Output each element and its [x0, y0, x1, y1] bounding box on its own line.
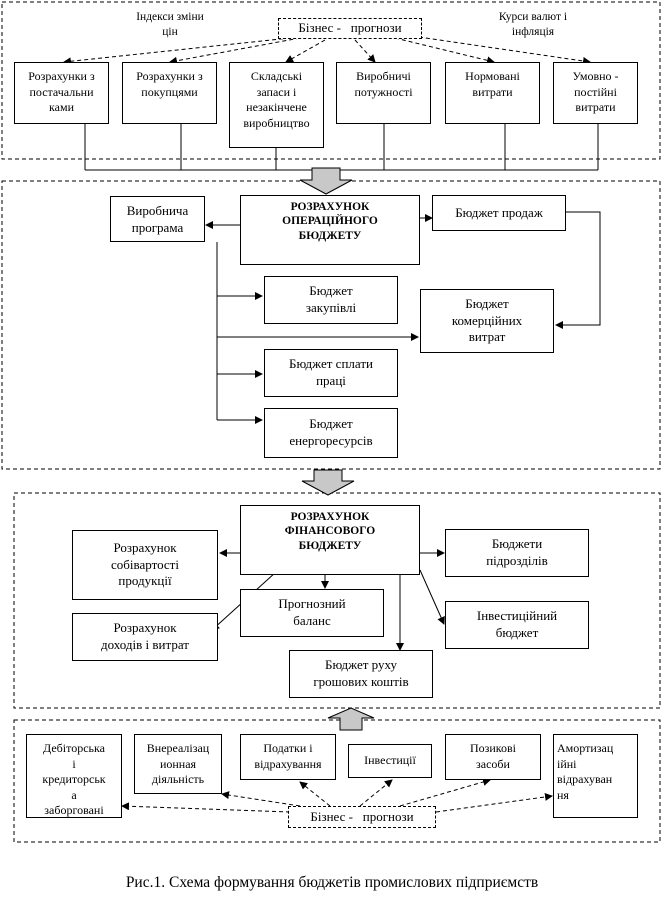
inventory-wip-box: Складські запаси і незакінчене виробницт… [229, 62, 324, 148]
labor-budget-box: Бюджет сплати праці [264, 349, 398, 397]
division-budgets-box: Бюджети підрозділів [445, 529, 589, 577]
commercial-costs-budget-box: Бюджет комерційних витрат [420, 289, 554, 353]
depreciation-box: Амортизац ійні відрахуван ня [553, 734, 638, 818]
forecast-arrows-bottom [121, 778, 553, 813]
investment-budget-box: Інвестиційний бюджет [445, 601, 589, 649]
non-operating-box: Внереалізац ионная діяльність [134, 734, 222, 794]
receivables-payables-box: Дебіторська і кредиторськ а заборговані [26, 734, 122, 818]
currency-label: Курси валют і інфляція [498, 11, 568, 38]
normed-costs-box: Нормовані витрати [445, 62, 540, 124]
purchase-budget-box: Бюджет закупівлі [264, 276, 398, 324]
section2-lines [205, 211, 601, 424]
financial-budget-box: РОЗРАХУНОК ФІНАНСОВОГО БЮДЖЕТУ [240, 505, 420, 575]
price-index-label: Індекси зміни цін [136, 11, 204, 38]
investments-box: Інвестиції [348, 744, 432, 778]
income-expense-box: Розрахунок доходів і витрат [72, 613, 218, 661]
forecast-balance-box: Прогнозний баланс [240, 589, 384, 637]
forecast-box-top: Бізнес - прогнози [278, 18, 422, 39]
block-arrow-2 [301, 469, 355, 496]
section-frame-3 [13, 492, 661, 709]
section-frame-1 [1, 1, 661, 160]
settlements-suppliers-box: Розрахунки з постачальни ками [14, 62, 109, 124]
production-capacity-box: Виробничі потужності [336, 62, 431, 124]
block-arrow-3 [327, 707, 375, 731]
cash-flow-budget-box: Бюджет руху грошових коштів [289, 650, 433, 698]
sales-budget-box: Бюджет продаж [432, 195, 566, 231]
forecast-arrows-top [63, 35, 591, 66]
section-frame-4 [13, 719, 661, 843]
energy-budget-box: Бюджет енергоресурсів [264, 408, 398, 458]
operating-budget-box: РОЗРАХУНОК ОПЕРАЦІЙНОГО БЮДЖЕТУ [240, 195, 420, 265]
settlements-buyers-box: Розрахунки з покупцями [122, 62, 217, 124]
forecast-box-bottom: Бізнес - прогнози [288, 806, 436, 828]
section1-bottom-lines [84, 124, 599, 171]
taxes-box: Податки і відрахування [240, 734, 336, 780]
production-program-box: Виробнича програма [110, 196, 205, 242]
fixed-costs-box: Умовно - постійні витрати [553, 62, 638, 124]
figure-caption: Рис.1. Схема формування бюджетів промисл… [125, 874, 539, 891]
borrowed-funds-box: Позикові засоби [445, 734, 541, 780]
block-arrow-1 [299, 167, 353, 195]
cost-calculation-box: Розрахунок собівартості продукції [72, 530, 218, 600]
